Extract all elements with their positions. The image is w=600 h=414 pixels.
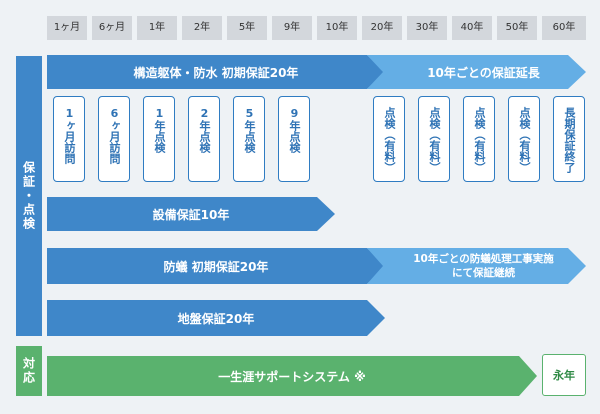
period-1-year: 1年 [137, 16, 177, 40]
inspection-label: 9年点検 [288, 107, 301, 153]
inspection-label: 2年点検 [198, 107, 211, 153]
inspection-box-1-month: 1ヶ月訪問 [53, 96, 85, 182]
period-2-years: 2年 [182, 16, 222, 40]
inspection-box-9-years: 9年点検 [278, 96, 310, 182]
period-50-years: 50年 [497, 16, 537, 40]
inspection-label: 6ヶ月訪問 [108, 107, 121, 164]
termite-warranty-arrow: 防蟻 初期保証20年 [47, 248, 385, 284]
paid-inspection-box-40-years: 点検（有料） [463, 96, 495, 182]
warranty-inspection-band: 保証・点検 [16, 56, 42, 336]
period-60-years: 60年 [542, 16, 586, 40]
period-30-years: 30年 [407, 16, 447, 40]
support-band: 対応 [16, 346, 42, 396]
period-5-years: 5年 [227, 16, 267, 40]
equipment-warranty-arrow: 設備保証10年 [47, 197, 335, 231]
paid-inspection-label: 点検（有料） [428, 107, 441, 173]
inspection-box-2-years: 2年点検 [188, 96, 220, 182]
forever-badge: 永年 [542, 354, 586, 396]
period-20-years: 20年 [362, 16, 402, 40]
warranty-end-box: 長期保証終了 [553, 96, 585, 182]
lifetime-support-label: 一生涯サポートシステム ※ [218, 369, 366, 384]
inspection-label: 1年点検 [153, 107, 166, 153]
termite-continuation-label: 10年ごとの防蟻処理工事実施にて保証継続 [413, 253, 554, 279]
forever-label: 永年 [553, 369, 575, 382]
equipment-warranty-label: 設備保証10年 [152, 207, 230, 222]
period-9-years: 9年 [272, 16, 312, 40]
paid-inspection-label: 点検（有料） [383, 107, 396, 173]
extension-warranty-label: 10年ごとの保証延長 [427, 65, 540, 80]
inspection-label: 5年点検 [243, 107, 256, 153]
paid-inspection-box-30-years: 点検（有料） [418, 96, 450, 182]
period-6-months: 6ヶ月 [92, 16, 132, 40]
period-40-years: 40年 [452, 16, 492, 40]
inspection-box-5-years: 5年点検 [233, 96, 265, 182]
structure-warranty-arrow: 構造躯体・防水 初期保証20年 [47, 55, 385, 89]
inspection-box-1-year: 1年点検 [143, 96, 175, 182]
period-1-month: 1ヶ月 [47, 16, 87, 40]
ground-warranty-arrow: 地盤保証20年 [47, 300, 385, 336]
warranty-end-label: 長期保証終了 [563, 107, 576, 173]
lifetime-support-arrow: 一生涯サポートシステム ※ [47, 356, 537, 396]
termite-warranty-label: 防蟻 初期保証20年 [163, 259, 269, 274]
support-label: 対応 [21, 357, 36, 385]
ground-warranty-label: 地盤保証20年 [177, 311, 255, 326]
structure-warranty-label: 構造躯体・防水 初期保証20年 [133, 65, 299, 80]
extension-warranty-arrow: 10年ごとの保証延長 [367, 55, 586, 89]
paid-inspection-label: 点検（有料） [473, 107, 486, 173]
period-10-years: 10年 [317, 16, 357, 40]
inspection-box-6-months: 6ヶ月訪問 [98, 96, 130, 182]
paid-inspection-box-50-years: 点検（有料） [508, 96, 540, 182]
inspection-label: 1ヶ月訪問 [63, 107, 76, 164]
termite-continuation-arrow: 10年ごとの防蟻処理工事実施にて保証継続 [367, 248, 586, 284]
paid-inspection-label: 点検（有料） [518, 107, 531, 173]
warranty-inspection-label: 保証・点検 [21, 161, 36, 231]
paid-inspection-box-20-years: 点検（有料） [373, 96, 405, 182]
